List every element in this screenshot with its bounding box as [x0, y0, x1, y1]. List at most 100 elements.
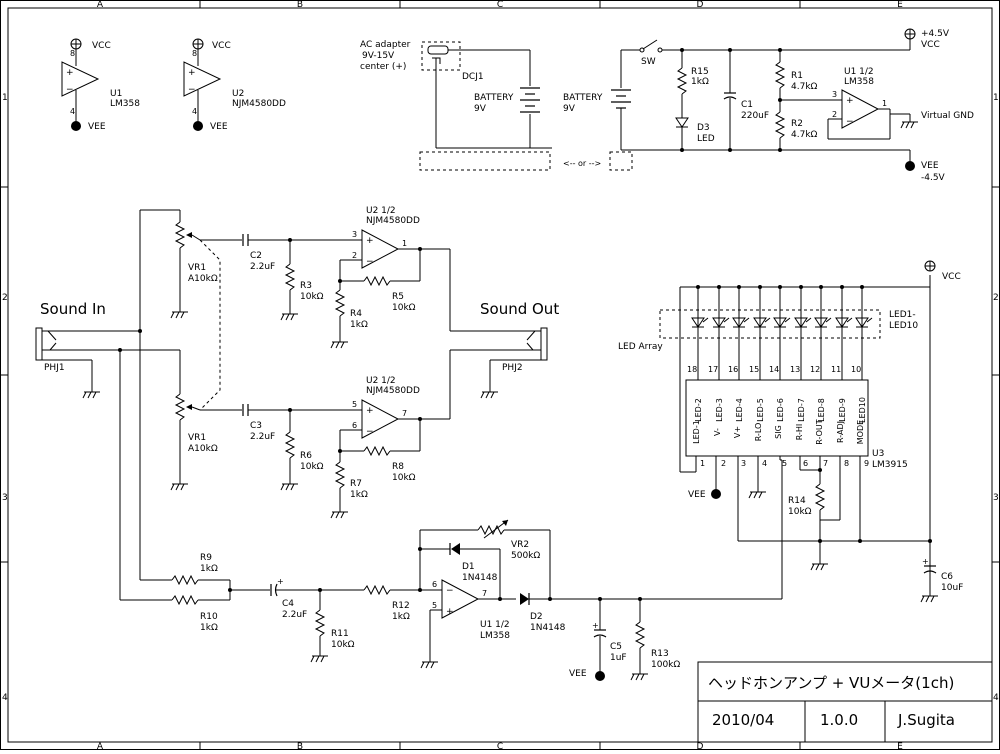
ac-center-label: center (+) [360, 62, 406, 72]
r14-resistor-icon [814, 483, 826, 511]
u2b-part: NJM4580DD [366, 386, 420, 396]
led-diode-icon [753, 317, 771, 328]
vr1-gang-link [199, 239, 221, 411]
or-text: <-- or --> [563, 159, 601, 168]
col-label-b: B [297, 0, 303, 10]
c4-label: C4 [282, 599, 294, 609]
u1-half-part: LM358 [844, 77, 874, 87]
c2-value: 2.2uF [250, 262, 275, 272]
u3-bottom-pin-name: R-LO [754, 423, 763, 442]
r13-value: 100kΩ [651, 660, 680, 670]
vu-detector-section: R9 1kΩ R10 1kΩ + C4 2.2uF R11 10kΩ R12 1… [120, 460, 783, 681]
svg-text:+: + [592, 621, 599, 630]
r5-label: R5 [392, 292, 404, 302]
svg-text:+: + [922, 557, 929, 566]
phj1-label: PHJ1 [44, 363, 65, 373]
r9-resistor-icon [171, 574, 199, 586]
u3-bottom-pin-name: LED-1 [692, 420, 701, 444]
r5-resistor-icon [363, 275, 391, 287]
virtual-gnd-icon [900, 114, 918, 129]
battery1-label: BATTERY [474, 93, 514, 103]
u1-detector-opamp-icon [441, 579, 480, 619]
led-diode-icon [691, 317, 709, 328]
u3-bottom-pin-number: 6 [803, 459, 808, 468]
audio-section: Sound In Sound Out PHJ1 PHJ2 [35, 206, 559, 600]
r3-label: R3 [300, 281, 312, 291]
sw-label: SW [641, 57, 656, 67]
u2-ref-label: U2 [232, 89, 244, 99]
drawing-date: 2010/04 [712, 711, 774, 729]
c3-value: 2.2uF [250, 432, 275, 442]
r15-resistor-icon [676, 67, 688, 95]
c1-capacitor-icon [723, 96, 737, 100]
u3-top-pin-number: 14 [769, 365, 779, 374]
led-diode-icon [814, 317, 832, 328]
c2-label: C2 [250, 251, 262, 261]
vr1-upper-pot-icon [174, 221, 186, 249]
pin-4-label: 4 [70, 107, 75, 116]
u3-bottom-pin-number: 3 [741, 459, 746, 468]
vee-u3-terminal-icon [711, 489, 721, 499]
svg-text:−: − [366, 257, 374, 267]
u1-vcc-label: VCC [92, 41, 111, 51]
pin-6-label: 6 [432, 580, 437, 589]
pin-3-label: 3 [832, 90, 837, 99]
pin-7-label: 7 [482, 589, 487, 598]
u3-top-pin-number: 11 [831, 365, 841, 374]
led-diode-icon [855, 317, 873, 328]
vr2-pot-icon [477, 524, 505, 536]
svg-text:−: − [66, 85, 74, 95]
r1-label: R1 [791, 71, 803, 81]
u2a-opamp-icon [361, 229, 400, 269]
r12-label: R12 [392, 601, 410, 611]
u1-power-symbol: +− 8 4 VCC VEE U1 LM358 [61, 38, 140, 132]
u3-top-pin-name: LED-7 [797, 398, 806, 422]
drawing-author: J.Sugita [897, 711, 955, 729]
r15-value: 1kΩ [691, 77, 709, 87]
phj2-label: PHJ2 [502, 363, 523, 373]
r4-value: 1kΩ [350, 320, 368, 330]
u3-bottom-pin-name: SIG [774, 425, 783, 439]
r11-label: R11 [331, 629, 349, 639]
switch-icon [639, 39, 663, 53]
u1-detector-label: U1 1/2 [480, 620, 510, 630]
svg-text:+: + [366, 406, 374, 416]
r7-label: R7 [350, 479, 362, 489]
u2-vcc-label: VCC [212, 41, 231, 51]
u1-half-label: U1 1/2 [844, 67, 874, 77]
vcc-led-label: VCC [942, 272, 961, 282]
row-label-4-right: 4 [993, 693, 999, 703]
u1-ref-label: U1 [110, 89, 122, 99]
d3-value: LED [697, 134, 715, 144]
row-label-2-right: 2 [993, 293, 999, 303]
u3-top-pin-number: 10 [851, 365, 861, 374]
vr1-lower-value: A10kΩ [188, 444, 218, 454]
u3-label: U3 [872, 449, 884, 459]
r8-resistor-icon [363, 445, 391, 457]
c1-label: C1 [741, 100, 753, 110]
u3-top-pin-name: LED10 [858, 397, 867, 423]
option-box-right [609, 151, 633, 171]
u2b-label: U2 1/2 [366, 376, 396, 386]
led-diode-icon [835, 317, 853, 328]
vr2-value: 500kΩ [511, 551, 540, 561]
r4-label: R4 [350, 309, 362, 319]
title-block: ヘッドホンアンプ + VUメータ(1ch) 2010/04 1.0.0 J.Su… [697, 661, 993, 743]
d3-label: D3 [697, 123, 710, 133]
u3-bottom-pin-number: 1 [700, 459, 705, 468]
vee-terminal-icon [905, 161, 915, 171]
r2-value: 4.7kΩ [791, 130, 818, 140]
r10-value: 1kΩ [200, 623, 218, 633]
u3-top-pin-name: LED-5 [756, 398, 765, 422]
u2-power-symbol: +− 8 4 VCC VEE U2 NJM4580DD [183, 38, 286, 132]
r6-value: 10kΩ [300, 462, 324, 472]
u3-top-pin-name: LED-2 [694, 398, 703, 422]
u3-bottom-pin-name: MODE [856, 420, 865, 444]
d1-value: 1N4148 [462, 573, 498, 583]
d1-label: D1 [462, 562, 475, 572]
phj1-jack-icon [35, 327, 140, 399]
vee-c5-terminal-icon [595, 671, 605, 681]
col-label-b-bottom: B [297, 742, 303, 750]
vee-u3-label: VEE [688, 490, 706, 500]
pin-8-label: 8 [192, 49, 197, 58]
